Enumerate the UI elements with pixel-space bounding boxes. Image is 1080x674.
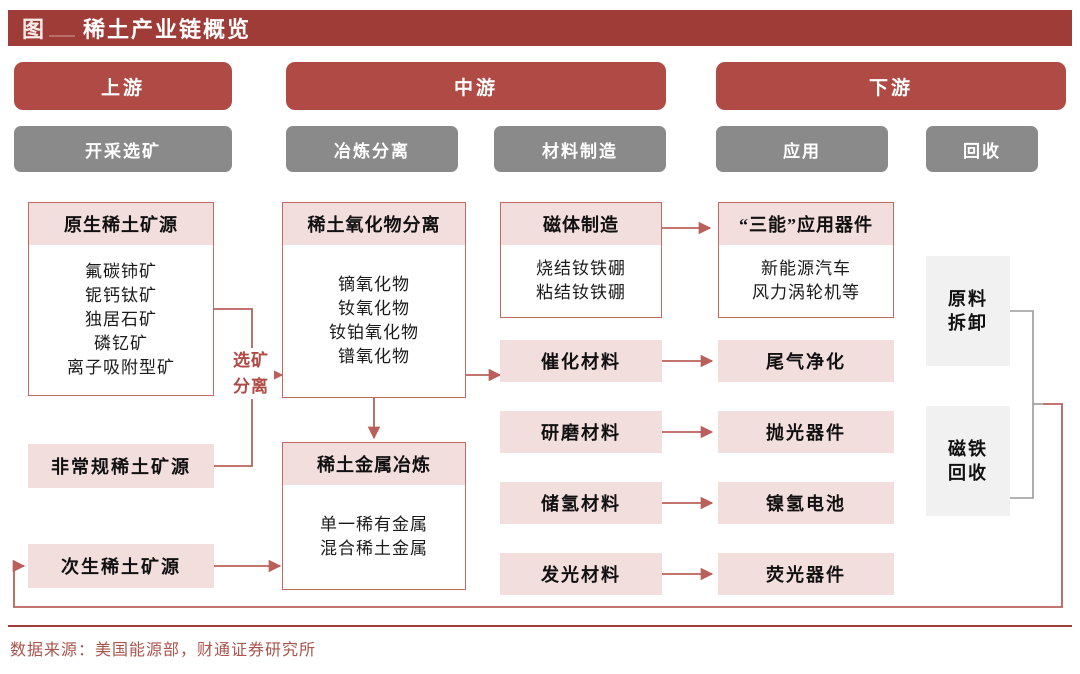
box-secondary-ore[interactable]: 次生稀土矿源	[28, 544, 214, 588]
box-material-luminescent-label: 发光材料	[541, 565, 621, 585]
card-magnet-manufacture[interactable]: 磁体制造 烧结钕铁硼 粘结钕铁硼	[500, 202, 662, 318]
list-item: 钕氧化物	[338, 298, 410, 318]
list-item: 粘结钕铁硼	[536, 283, 626, 302]
wire-recycling-bracket	[1010, 310, 1034, 499]
connector-label-beneficiation: 选矿	[233, 351, 269, 370]
card-magnet-manufacture-body: 烧结钕铁硼 粘结钕铁硼	[501, 245, 661, 317]
substage-pill-application[interactable]: 应用	[716, 126, 888, 172]
box-application-nimh-battery[interactable]: 镍氢电池	[718, 482, 894, 524]
substage-pill-material-manufacture-label: 材料制造	[542, 141, 618, 161]
footer-source: 数据来源：美国能源部，财通证券研究所	[10, 642, 317, 659]
figure-number: 图	[22, 17, 46, 42]
card-metal-smelting-header: 稀土金属冶炼	[283, 443, 465, 485]
box-material-abrasive-label: 研磨材料	[541, 423, 621, 443]
footer-divider	[8, 625, 1072, 627]
stage-pill-downstream-label: 下游	[868, 77, 913, 99]
box-unconventional-ore[interactable]: 非常规稀土矿源	[28, 444, 214, 488]
connector-label-beneficiation-separation: 选矿 分离	[228, 348, 274, 399]
box-material-luminescent[interactable]: 发光材料	[500, 553, 662, 595]
box-application-fluorescent-device[interactable]: 荧光器件	[718, 553, 894, 595]
figure-title-bar: 图 稀土产业链概览	[8, 10, 1072, 46]
card-metal-smelting-body: 单一稀有金属 混合稀土金属	[283, 485, 465, 589]
substage-pill-recycling[interactable]: 回收	[926, 126, 1038, 172]
box-application-polishing-device[interactable]: 抛光器件	[718, 411, 894, 453]
page-title: 稀土产业链概览	[83, 17, 252, 42]
box-application-fluorescent-device-label: 荧光器件	[766, 565, 846, 585]
card-primary-ore-header: 原生稀土矿源	[29, 203, 213, 245]
list-item: 钕铂氧化物	[329, 323, 419, 342]
connector-label-separation: 分离	[233, 376, 269, 396]
list-item: 独居石矿	[85, 309, 157, 329]
list-item: 单一稀有金属	[320, 514, 428, 534]
list-item: 磷钇矿	[94, 334, 148, 354]
substage-pill-smelting-separation-label: 冶炼分离	[334, 141, 410, 161]
list-item: 氟碳铈矿	[85, 261, 157, 281]
stage-pill-upstream-label: 上游	[100, 77, 145, 99]
list-item: 离子吸附型矿	[67, 358, 175, 378]
card-oxide-separation-header: 稀土氧化物分离	[283, 203, 465, 245]
list-item: 镨氧化物	[338, 347, 410, 367]
card-primary-ore[interactable]: 原生稀土矿源 氟碳铈矿 铌钙钛矿 独居石矿 磷钇矿 离子吸附型矿	[28, 202, 214, 396]
stage-pill-downstream[interactable]: 下游	[716, 62, 1066, 110]
substage-pill-smelting-separation[interactable]: 冶炼分离	[286, 126, 458, 172]
card-three-energy-devices-header: “三能”应用器件	[719, 203, 893, 245]
card-three-energy-devices[interactable]: “三能”应用器件 新能源汽车 风力涡轮机等	[718, 202, 894, 318]
box-recycling-magnet-recovery[interactable]: 磁铁 回收	[926, 406, 1010, 516]
box-material-hydrogen-storage[interactable]: 储氢材料	[500, 482, 662, 524]
card-magnet-manufacture-header: 磁体制造	[501, 203, 661, 245]
box-recycling-magnet-recovery-line1: 磁铁	[948, 438, 988, 459]
stage-pill-upstream[interactable]: 上游	[14, 62, 232, 110]
card-metal-smelting[interactable]: 稀土金属冶炼 单一稀有金属 混合稀土金属	[282, 442, 466, 590]
substage-pill-mining-label: 开采选矿	[85, 141, 161, 161]
substage-pill-recycling-label: 回收	[963, 141, 1001, 161]
box-recycling-material-disassembly[interactable]: 原料 拆卸	[926, 256, 1010, 366]
card-oxide-separation[interactable]: 稀土氧化物分离 镝氧化物 钕氧化物 钕铂氧化物 镨氧化物	[282, 202, 466, 398]
list-item: 烧结钕铁硼	[536, 258, 626, 278]
box-recycling-material-disassembly-line1: 原料	[948, 288, 988, 309]
box-recycling-material-disassembly-line2: 拆卸	[948, 313, 988, 333]
substage-pill-application-label: 应用	[783, 141, 821, 161]
box-application-exhaust-purification[interactable]: 尾气净化	[718, 340, 894, 382]
box-application-exhaust-purification-label: 尾气净化	[766, 352, 846, 372]
box-material-catalytic[interactable]: 催化材料	[500, 340, 662, 382]
list-item: 镝氧化物	[338, 274, 410, 294]
box-secondary-ore-label: 次生稀土矿源	[61, 557, 181, 577]
title-separator	[49, 15, 76, 37]
stage-pill-midstream[interactable]: 中游	[286, 62, 666, 110]
list-item: 风力涡轮机等	[752, 283, 860, 302]
box-material-catalytic-label: 催化材料	[541, 352, 621, 372]
list-item: 铌钙钛矿	[85, 285, 157, 305]
card-oxide-separation-body: 镝氧化物 钕氧化物 钕铂氧化物 镨氧化物	[283, 245, 465, 397]
box-application-nimh-battery-label: 镍氢电池	[766, 494, 846, 514]
list-item: 混合稀土金属	[320, 539, 428, 558]
stage-pill-midstream-label: 中游	[453, 77, 498, 99]
list-item: 新能源汽车	[761, 258, 851, 278]
box-application-polishing-device-label: 抛光器件	[766, 423, 846, 443]
box-material-hydrogen-storage-label: 储氢材料	[541, 494, 621, 514]
box-recycling-magnet-recovery-line2: 回收	[948, 463, 988, 483]
box-material-abrasive[interactable]: 研磨材料	[500, 411, 662, 453]
box-unconventional-ore-label: 非常规稀土矿源	[51, 457, 191, 477]
substage-pill-mining[interactable]: 开采选矿	[14, 126, 232, 172]
card-three-energy-devices-body: 新能源汽车 风力涡轮机等	[719, 245, 893, 317]
substage-pill-material-manufacture[interactable]: 材料制造	[494, 126, 666, 172]
card-primary-ore-body: 氟碳铈矿 铌钙钛矿 独居石矿 磷钇矿 离子吸附型矿	[29, 245, 213, 395]
